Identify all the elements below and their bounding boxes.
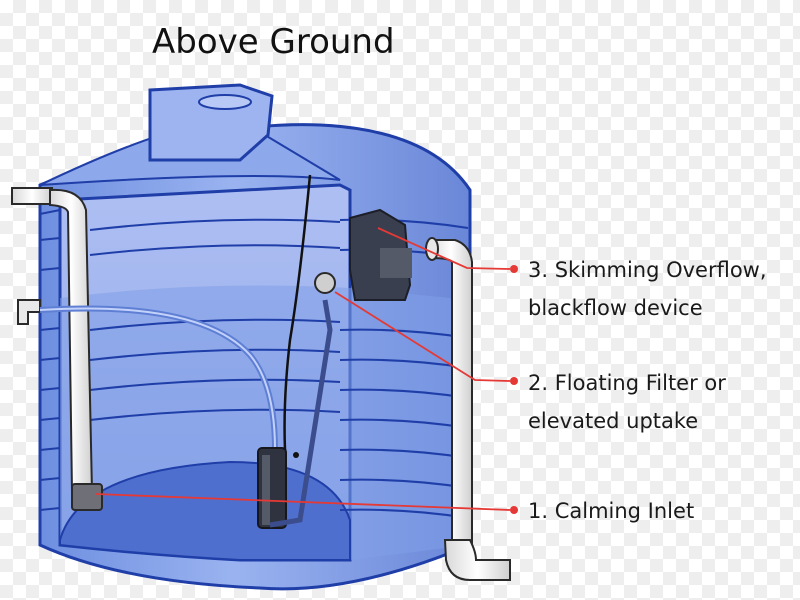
leader-dots — [510, 265, 518, 514]
floating-filter — [314, 272, 336, 294]
floating-filter-label-line1: 2. Floating Filter or — [528, 371, 726, 395]
leader-lines — [95, 227, 511, 511]
calming-inlet-fitting — [71, 483, 103, 511]
float-cable — [283, 174, 312, 451]
leader-calming — [95, 493, 511, 511]
floating-filter-label-line2: elevated uptake — [528, 409, 698, 433]
skimming-overflow-label-line1: 3. Skimming Overflow, — [528, 258, 767, 282]
skimming-overflow-device — [349, 208, 412, 301]
skimming-overflow-label-line2: blackflow device — [528, 296, 703, 320]
submersible-pump — [257, 447, 299, 529]
overflow-pipe — [425, 237, 511, 581]
leader-skimming — [377, 227, 511, 270]
outlet-tap — [17, 299, 41, 325]
inlet-pipe — [11, 187, 103, 511]
leader-floating — [334, 291, 511, 382]
calming-inlet-label: 1. Calming Inlet — [528, 499, 694, 523]
diagram-title: Above Ground — [152, 22, 395, 62]
